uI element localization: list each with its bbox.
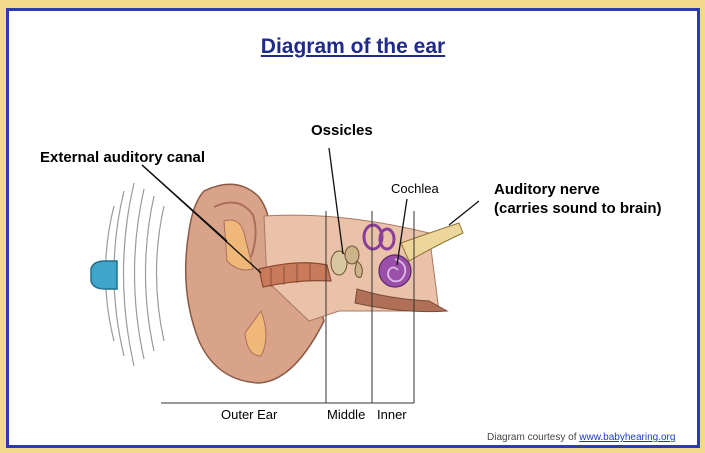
cochlea-illustration (379, 255, 411, 287)
label-auditory-nerve: Auditory nerve (494, 181, 600, 198)
section-label-middle: Middle (327, 407, 365, 422)
label-ossicles: Ossicles (311, 122, 373, 139)
credit-line: Diagram courtesy of www.babyhearing.org (487, 432, 675, 443)
credit-link[interactable]: www.babyhearing.org (579, 432, 675, 443)
diagram-panel: Diagram of the ear External auditory can… (6, 8, 700, 448)
section-label-inner: Inner (377, 407, 407, 422)
label-cochlea: Cochlea (391, 181, 439, 196)
page-title: Diagram of the ear (9, 35, 697, 59)
label-external-auditory-canal: External auditory canal (40, 149, 205, 166)
label-auditory-nerve-description: (carries sound to brain) (494, 200, 662, 217)
ear-illustration (9, 11, 703, 451)
section-label-outer-ear: Outer Ear (221, 407, 277, 422)
sound-source-icon (91, 261, 117, 289)
credit-prefix: Diagram courtesy of (487, 432, 579, 443)
